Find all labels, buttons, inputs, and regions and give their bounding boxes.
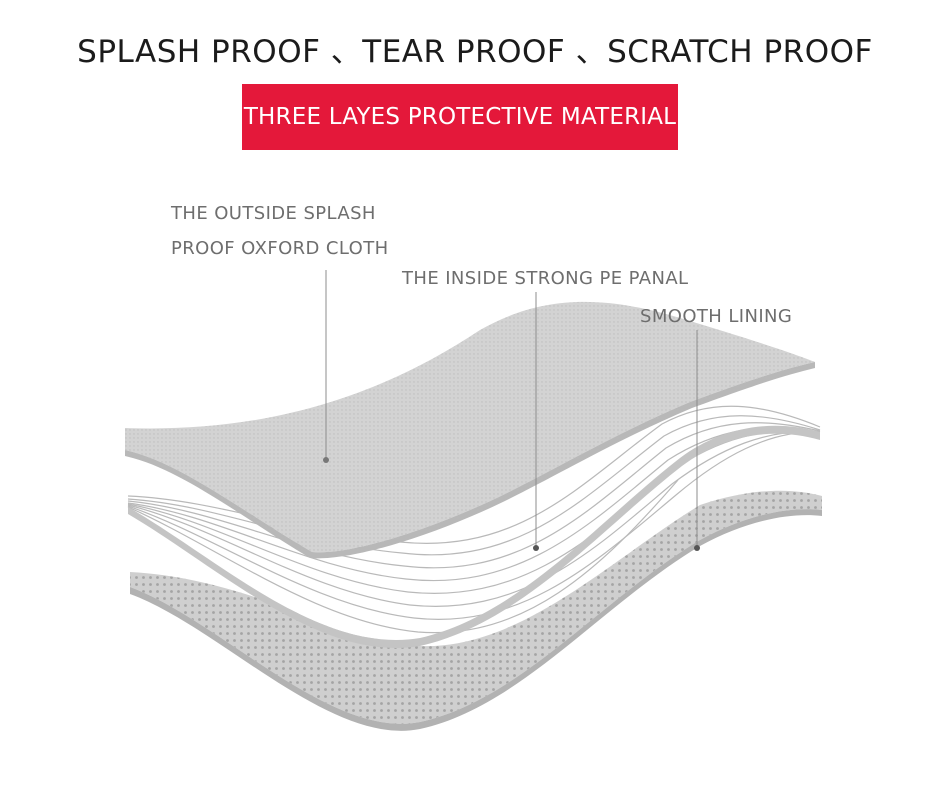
pointer-dot-middle bbox=[533, 545, 539, 551]
outer-layer-label-line2: PROOF OXFORD CLOTH bbox=[171, 238, 389, 259]
leader-inner bbox=[694, 330, 700, 551]
inner-layer-label: SMOOTH LINING bbox=[640, 306, 793, 327]
pointer-dot-outer bbox=[323, 457, 329, 463]
banner-text: THREE LAYES PROTECTIVE MATERIAL bbox=[243, 104, 677, 130]
banner: THREE LAYES PROTECTIVE MATERIAL bbox=[242, 84, 678, 150]
outer-layer-label-line1: THE OUTSIDE SPLASH bbox=[171, 203, 376, 224]
leader-outer bbox=[323, 270, 329, 463]
headline: SPLASH PROOF 、TEAR PROOF 、SCRATCH PROOF bbox=[77, 34, 873, 70]
bottom-layer bbox=[130, 490, 822, 731]
top-layer bbox=[125, 301, 815, 559]
pointer-dot-inner bbox=[694, 545, 700, 551]
middle-layer bbox=[127, 401, 821, 649]
leader-middle bbox=[533, 292, 539, 551]
middle-layer-label: THE INSIDE STRONG PE PANAL bbox=[402, 268, 689, 289]
